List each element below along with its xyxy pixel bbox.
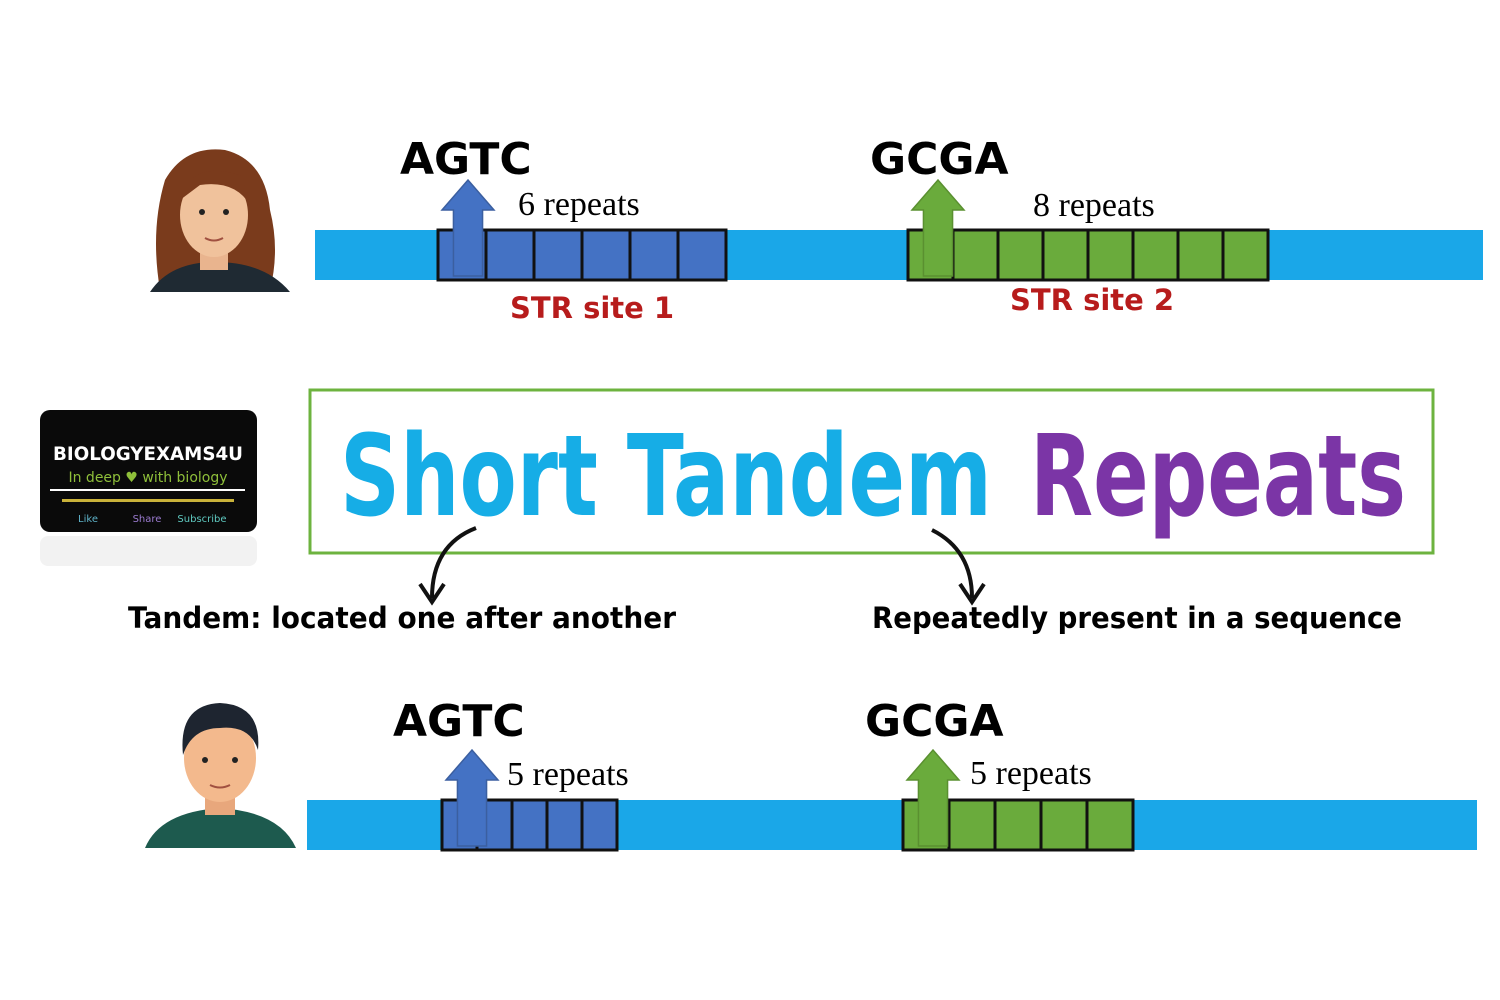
repeat-unit-box <box>545 798 584 852</box>
repeats-label: 5 repeats <box>970 755 1092 792</box>
repeat-unit-box <box>510 798 549 852</box>
repeats-label: 6 repeats <box>518 186 640 223</box>
man-avatar-icon <box>145 703 296 848</box>
title-box <box>308 388 1435 555</box>
arrow-up-icon <box>444 748 500 847</box>
caption-tandem: Tandem: located one after another <box>128 601 677 635</box>
str-site-label: STR site 1 <box>510 291 674 325</box>
repeat-unit-box <box>1131 228 1180 282</box>
curved-arrow-icon <box>418 526 986 606</box>
svg-text:Subscribe: Subscribe <box>177 514 226 525</box>
arrow-up-icon <box>905 748 961 847</box>
repeat-unit-box <box>996 228 1045 282</box>
woman-avatar-icon <box>150 149 290 292</box>
repeat-unit-box <box>628 228 680 282</box>
repeat-unit-box <box>951 228 1000 282</box>
svg-text:Like: Like <box>78 514 98 525</box>
title-short-tandem: Short Tandem <box>340 412 992 542</box>
repeat-unit-box <box>1039 798 1089 852</box>
repeat-unit-box <box>1041 228 1090 282</box>
biologyexams4u-logo: BIOLOGYEXAMS4U In deep ♥ with biology Li… <box>40 410 257 566</box>
motif-label: AGTC <box>393 696 525 747</box>
repeat-unit-box <box>1085 798 1135 852</box>
svg-text:Share: Share <box>133 514 162 525</box>
svg-text:In deep ♥ with biology: In deep ♥ with biology <box>68 470 227 486</box>
arrow-up-icon <box>440 178 496 277</box>
repeat-unit-box <box>993 798 1043 852</box>
repeat-unit-box <box>1086 228 1135 282</box>
arrow-up-icon <box>910 178 966 277</box>
svg-text:BIOLOGYEXAMS4U: BIOLOGYEXAMS4U <box>53 443 243 465</box>
str-site-label: STR site 2 <box>1010 283 1174 317</box>
repeat-unit-box <box>580 798 619 852</box>
title-repeats: Repeats <box>1030 412 1406 542</box>
repeat-unit-box <box>580 228 632 282</box>
repeat-unit-box <box>676 228 728 282</box>
repeats-label: 8 repeats <box>1033 187 1155 224</box>
repeats-label: 5 repeats <box>507 756 629 793</box>
repeat-unit-box <box>484 228 536 282</box>
repeat-unit-box <box>1221 228 1270 282</box>
repeat-unit-box <box>1176 228 1225 282</box>
caption-repeats: Repeatedly present in a sequence <box>872 601 1402 635</box>
motif-label: AGTC <box>400 134 532 185</box>
motif-label: GCGA <box>865 696 1004 747</box>
repeat-unit-box <box>532 228 584 282</box>
repeat-unit-box <box>947 798 997 852</box>
motif-label: GCGA <box>870 134 1009 185</box>
